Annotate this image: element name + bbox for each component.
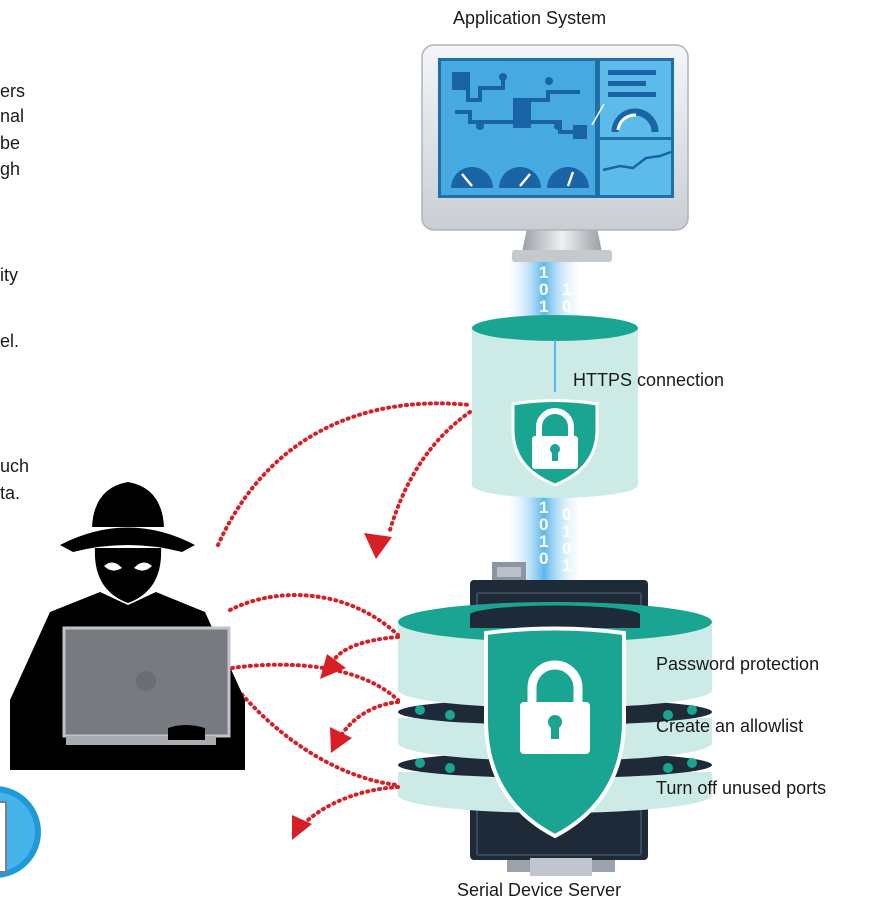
binary-digit: 1 [539, 532, 548, 551]
paragraph-fragment: uch [0, 456, 30, 476]
paragraph-fragment: ta. [0, 483, 21, 503]
turn-off-ports-label: Turn off unused ports [656, 778, 827, 798]
binary-digit: 1 [539, 498, 548, 517]
binary-digit: 1 [562, 556, 571, 575]
create-allowlist-label: Create an allowlist [656, 716, 804, 736]
paragraph-fragment: nal [0, 106, 25, 126]
monitor-icon [421, 44, 689, 262]
shield-lock-icon [484, 626, 626, 839]
serial-device-server-label: Serial Device Server [457, 880, 622, 900]
binary-digit: 0 [562, 297, 571, 316]
https-connection-label: HTTPS connection [573, 370, 725, 390]
shield-lock-icon [511, 399, 599, 487]
binary-digit: 1 [562, 280, 571, 299]
binary-digit: 0 [539, 549, 548, 568]
binary-digit: 1 [539, 297, 548, 316]
application-system-label: Application System [453, 8, 607, 28]
paragraph-fragment: ers [0, 81, 26, 101]
binary-digit: 0 [539, 280, 548, 299]
paragraph-fragment: ity [0, 265, 18, 285]
binary-digit: 1 [562, 522, 571, 541]
laptop-icon [62, 626, 231, 745]
attack-arrowheads [292, 533, 392, 840]
password-protection-label: Password protection [656, 654, 820, 674]
binary-digit: 0 [562, 505, 571, 524]
binary-digit: 0 [539, 515, 548, 534]
binary-digit: 0 [562, 539, 571, 558]
paragraph-fragment: el. [0, 331, 20, 351]
paragraph-fragment: gh [0, 159, 21, 179]
blue-badge-icon [0, 786, 41, 878]
paragraph-fragment: be [0, 133, 21, 153]
binary-digit: 1 [539, 263, 548, 282]
